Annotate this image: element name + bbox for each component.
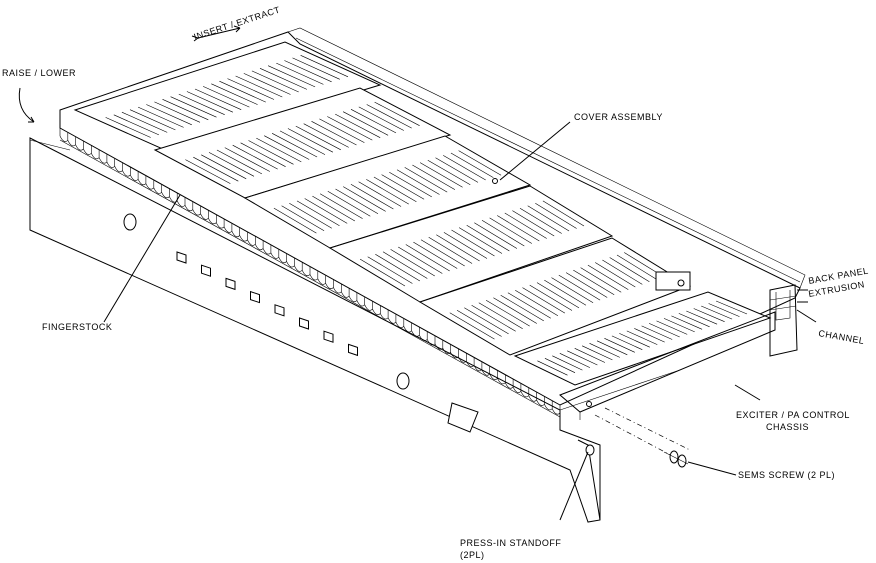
front-indicator (226, 278, 235, 289)
label-press-in-2pl: (2PL) (460, 550, 485, 560)
front-indicator (275, 305, 284, 316)
front-indicator (300, 318, 309, 329)
cover-vent-plates (75, 42, 770, 385)
cover-screw (493, 179, 498, 184)
label-sems-screw: SEMS SCREW (2 PL) (738, 470, 835, 480)
label-exciter: EXCITER / PA CONTROL (736, 410, 850, 420)
label-press-in-standoff: PRESS-IN STANDOFF (460, 538, 561, 548)
front-indicator (251, 292, 260, 303)
front-panel-indicators (177, 252, 358, 355)
sems-screw-icon (664, 451, 688, 467)
mount-bracket (578, 408, 690, 520)
label-channel: CHANNEL (818, 328, 866, 346)
front-indicator (202, 265, 211, 276)
access-screw (678, 280, 684, 286)
front-indicator (177, 252, 186, 263)
chassis-screw (587, 402, 592, 407)
front-knob-left (124, 214, 136, 230)
label-raise-lower: RAISE / LOWER (2, 68, 76, 78)
back-panel-extrusion (770, 285, 797, 356)
cover-access-plate (656, 272, 690, 290)
front-knob-right (397, 373, 409, 389)
label-insert-extract: INSERT / EXTRACT (193, 5, 282, 42)
front-indicator (324, 331, 333, 342)
label-fingerstock: FINGERSTOCK (42, 322, 112, 332)
front-indicator (349, 344, 358, 355)
label-chassis: CHASSIS (766, 422, 809, 432)
label-cover-assembly: COVER ASSEMBLY (574, 112, 663, 122)
